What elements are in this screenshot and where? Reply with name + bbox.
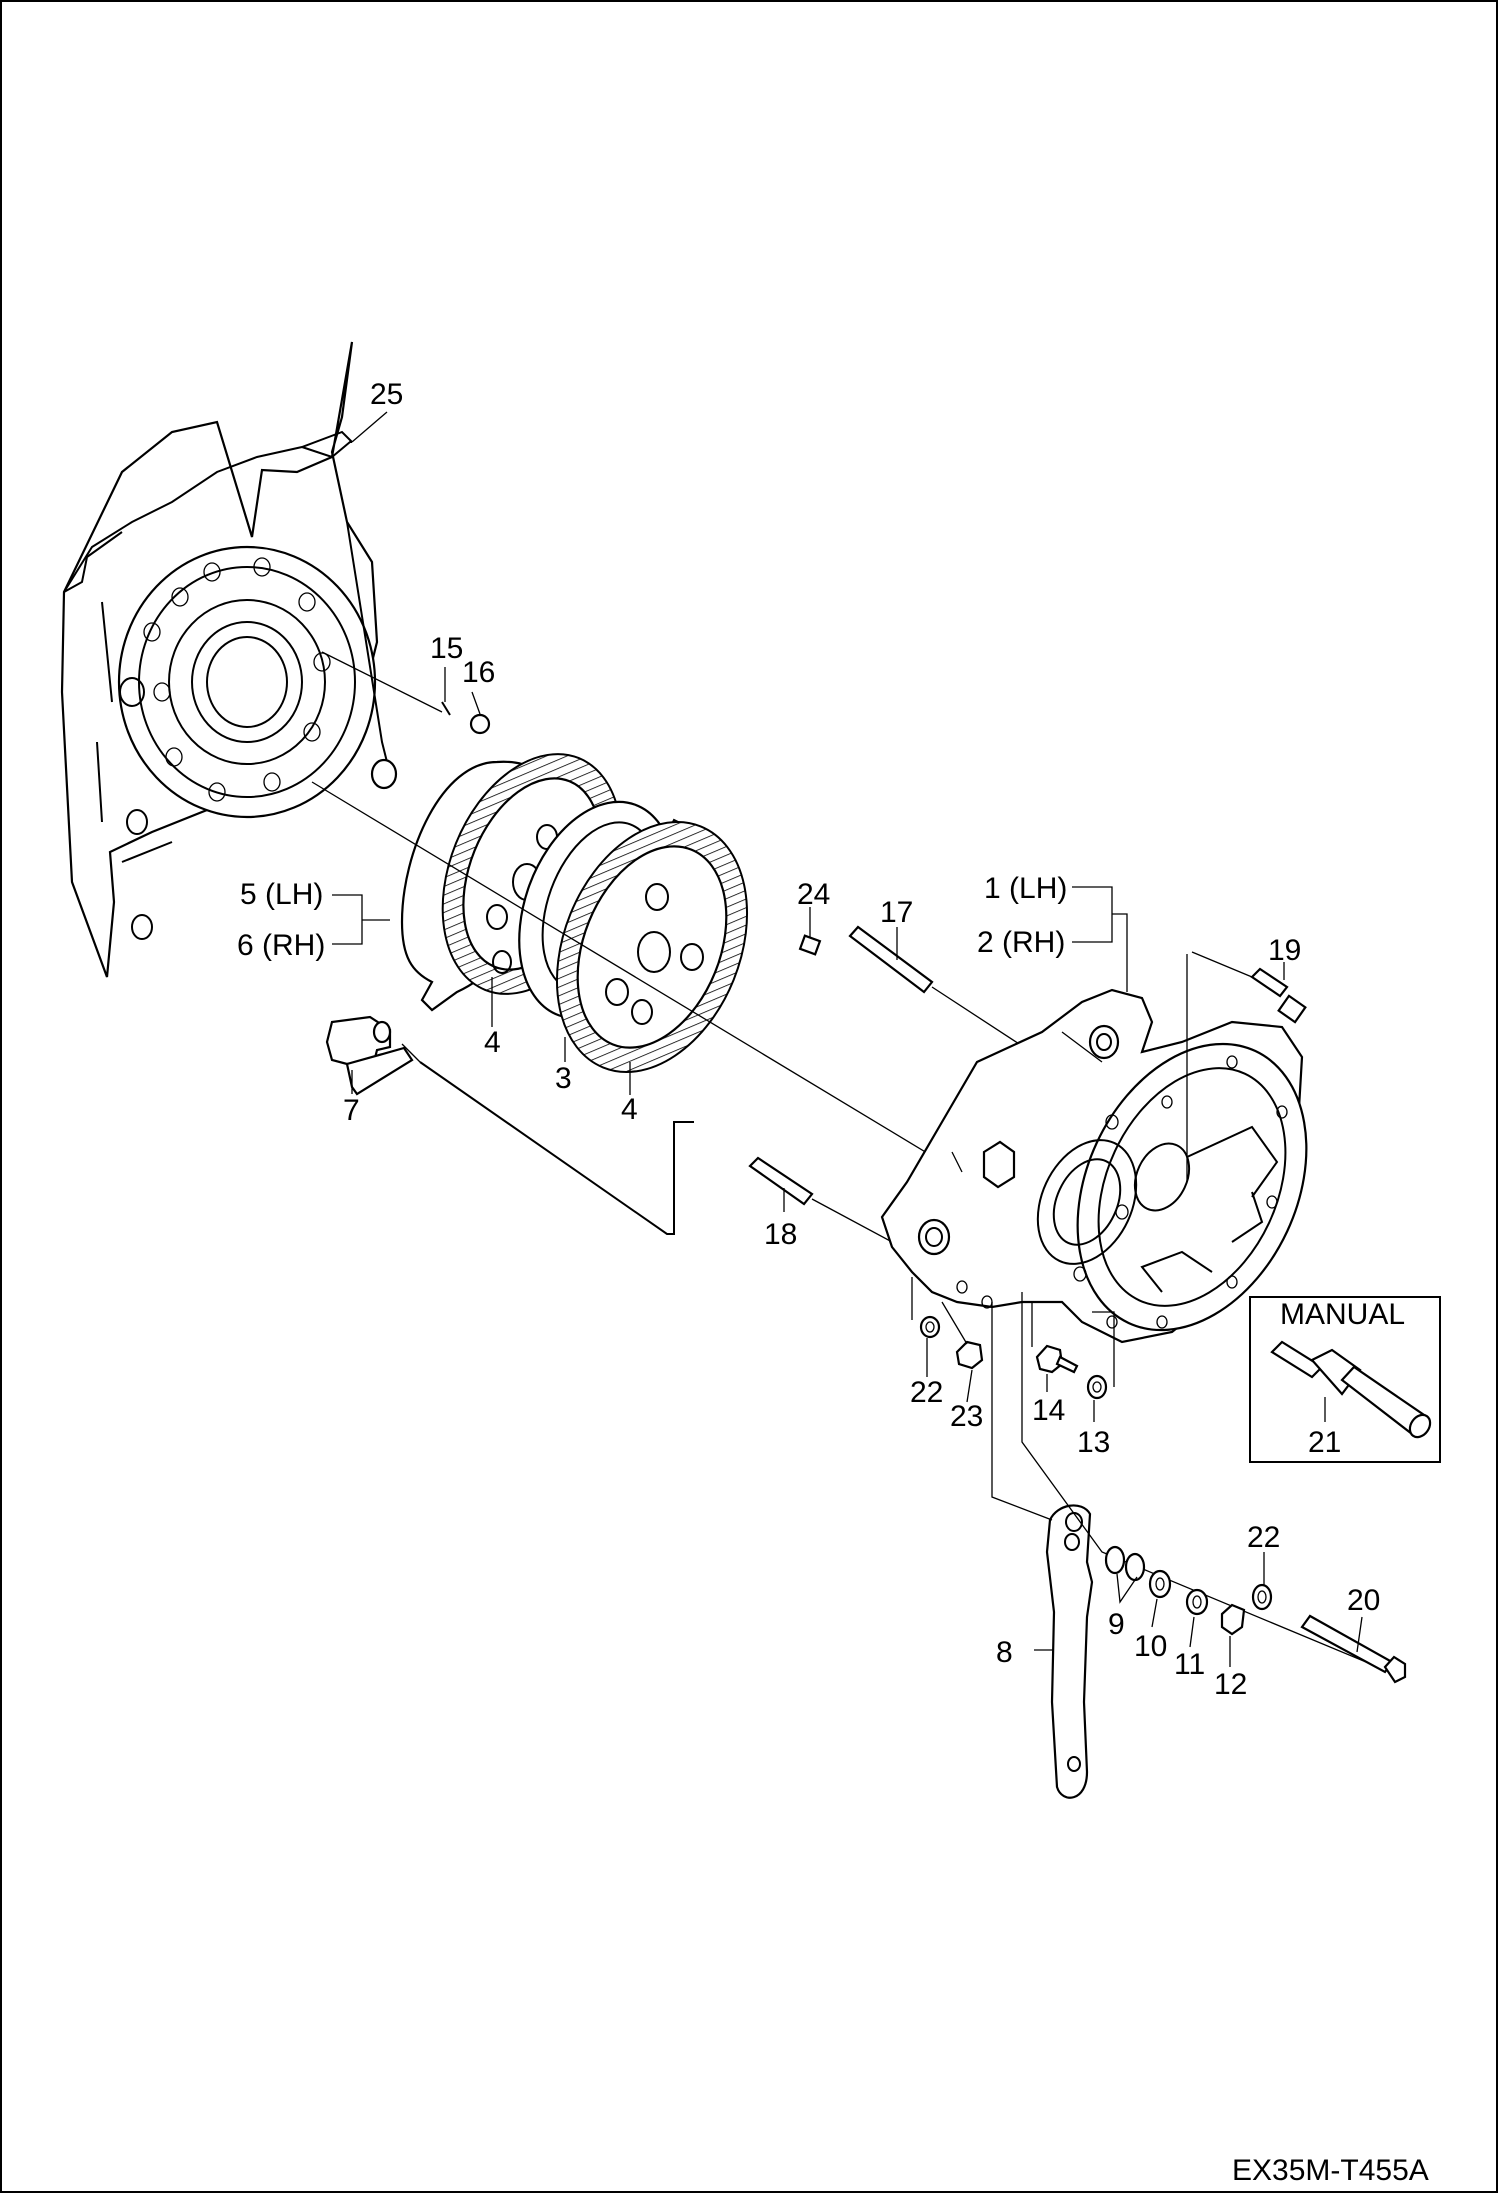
bolt-20 (1300, 1614, 1407, 1684)
washer-11 (1185, 1588, 1209, 1616)
callout-20: 20 (1347, 1584, 1380, 1617)
washer-9a (1104, 1545, 1126, 1575)
callout-12: 12 (1214, 1668, 1247, 1701)
callout-4-first: 4 (484, 1026, 501, 1059)
callout-22-upper: 22 (910, 1376, 943, 1409)
friction-disc-4-second (555, 821, 749, 1073)
pipe-21 (1270, 1340, 1432, 1439)
transmission-case-25 (60, 341, 398, 978)
callout-24: 24 (797, 878, 830, 911)
callout-15: 15 (430, 632, 463, 665)
callout-16: 16 (462, 656, 495, 689)
callout-10: 10 (1134, 1630, 1167, 1663)
callout-labels: 25 15 16 5 (LH) 6 (RH) 4 3 4 7 24 17 1 (… (237, 378, 1429, 2187)
callout-25: 25 (370, 378, 403, 411)
manual-inset-frame (1249, 1296, 1441, 1463)
clutch-housing-1-2 (880, 988, 1308, 1344)
pin-15-ball-16 (321, 651, 491, 735)
callout-5-lh: 5 (LH) (240, 878, 323, 911)
callout-14: 14 (1032, 1394, 1065, 1427)
assembly-axis-line (311, 781, 943, 1163)
callout-8: 8 (996, 1636, 1013, 1669)
fastener-stack (1021, 1292, 1407, 1684)
callout-9: 9 (1108, 1608, 1125, 1641)
shaft-7 (325, 1015, 694, 1235)
callout-6-rh: 6 (RH) (237, 929, 325, 962)
callout-19: 19 (1268, 934, 1301, 967)
callout-17: 17 (880, 896, 913, 929)
callout-4-second: 4 (621, 1093, 638, 1126)
inset-title-manual: MANUAL (1280, 1298, 1405, 1331)
manual-inset (1249, 1296, 1441, 1463)
stud-18 (748, 1156, 893, 1243)
bolt-14-washer-13 (1031, 1302, 1115, 1400)
washer-22-nut-23 (911, 1277, 984, 1370)
callout-2-rh: 2 (RH) (977, 926, 1065, 959)
bolt-19 (1186, 951, 1307, 1182)
callout-22-lower: 22 (1247, 1521, 1280, 1554)
leader-lines (332, 411, 1363, 1667)
callout-23: 23 (950, 1400, 983, 1433)
callout-13: 13 (1077, 1426, 1110, 1459)
callout-7: 7 (343, 1094, 360, 1127)
drawing-id: EX35M-T455A (1232, 2154, 1429, 2187)
callout-3: 3 (555, 1062, 572, 1095)
callout-21: 21 (1308, 1426, 1341, 1459)
lever-8 (991, 1302, 1094, 1799)
washer-22-lower (1251, 1583, 1273, 1611)
nut-12 (1220, 1603, 1246, 1636)
callout-11: 11 (1174, 1648, 1205, 1681)
pin-24 (798, 934, 822, 956)
washer-10 (1148, 1569, 1172, 1599)
washer-9b (1124, 1552, 1146, 1582)
callout-18: 18 (764, 1218, 797, 1251)
callout-1-lh: 1 (LH) (984, 872, 1067, 905)
